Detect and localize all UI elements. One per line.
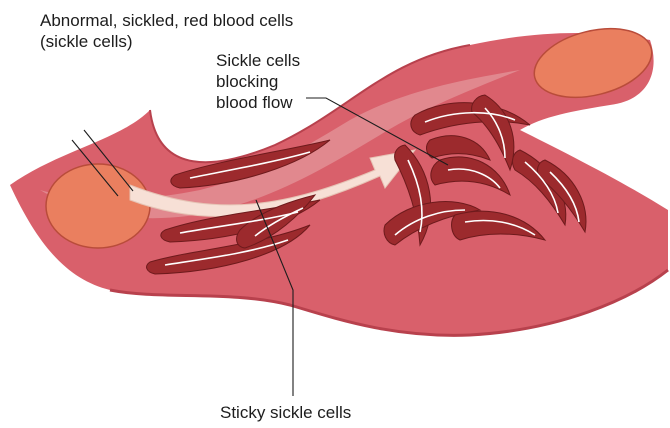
label-abnormal-line1: Abnormal, sickled, red blood cells <box>40 10 293 31</box>
label-sticky-sickle-cells: Sticky sickle cells <box>220 402 351 423</box>
label-blocking-line1: Sickle cells <box>216 50 300 71</box>
label-abnormal-sickled-cells: Abnormal, sickled, red blood cells (sick… <box>40 10 293 52</box>
label-blocking-line2: blocking <box>216 71 300 92</box>
label-abnormal-line2: (sickle cells) <box>40 31 293 52</box>
normal-red-blood-cell-left <box>46 164 150 248</box>
label-sickle-cells-blocking: Sickle cells blocking blood flow <box>216 50 300 113</box>
label-blocking-line3: blood flow <box>216 92 300 113</box>
